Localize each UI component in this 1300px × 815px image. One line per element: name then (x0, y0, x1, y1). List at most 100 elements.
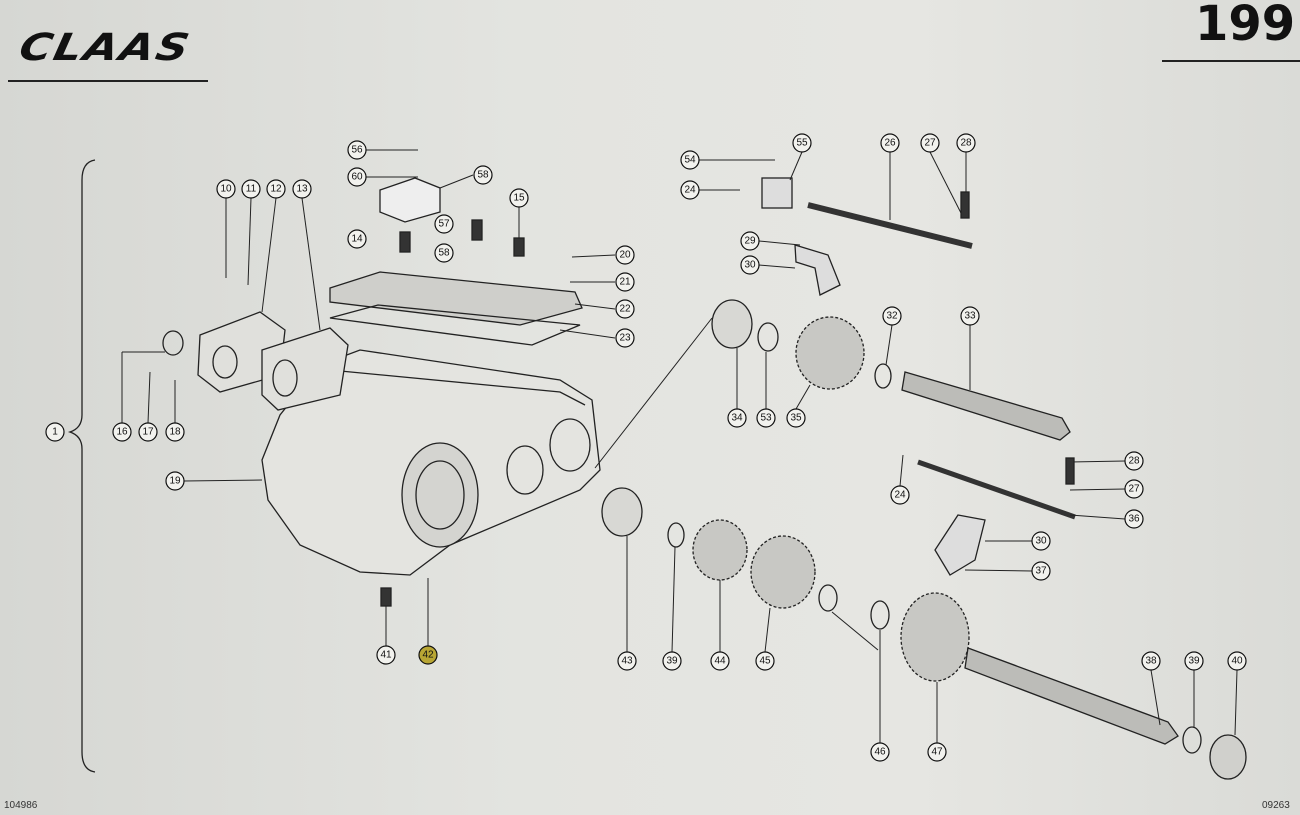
callout-label: 56 (351, 145, 363, 156)
part-callout: 12 (266, 179, 286, 199)
ring-32 (874, 363, 892, 389)
callout-label: 40 (1231, 656, 1243, 667)
callout-circle (882, 306, 902, 326)
callout-circle (756, 408, 776, 428)
callout-label: 28 (1128, 456, 1140, 467)
callout-label: 58 (477, 170, 489, 181)
part-callout: 1 (45, 422, 65, 442)
callout-label: 44 (714, 656, 726, 667)
callout-circle (617, 651, 637, 671)
part-callout: 11 (241, 179, 261, 199)
callout-circle (880, 133, 900, 153)
callout-circle (1124, 479, 1144, 499)
callout-circle (710, 651, 730, 671)
page-number: 199 (1195, 0, 1296, 52)
callout-circle (740, 255, 760, 275)
callout-label: 26 (884, 138, 896, 149)
part-callout: 33 (960, 306, 980, 326)
callout-circle (890, 485, 910, 505)
ring-39-a (667, 522, 685, 548)
part-callout: 22 (615, 299, 635, 319)
part-callout: 55 (792, 133, 812, 153)
shift-fork-37 (934, 514, 986, 576)
part-callout: 54 (680, 150, 700, 170)
callout-circle (727, 408, 747, 428)
callout-label: 33 (964, 311, 976, 322)
ring-46-a (818, 584, 838, 612)
part-callout: 44 (710, 651, 730, 671)
ring-39-b (1182, 726, 1202, 754)
callout-circle (755, 651, 775, 671)
callout-label: 46 (874, 747, 886, 758)
ring-46-b (870, 600, 890, 630)
part-callout: 20 (615, 245, 635, 265)
callout-circle (956, 133, 976, 153)
callout-circle (615, 299, 635, 319)
callout-label: 27 (1128, 484, 1140, 495)
shift-fork-29 (794, 244, 841, 296)
part-callout: 27 (1124, 479, 1144, 499)
bearing-34 (711, 299, 753, 349)
callout-circle (138, 422, 158, 442)
housing-top-edge (329, 369, 586, 406)
callout-label: 36 (1128, 514, 1140, 525)
part-callout: 37 (1031, 561, 1051, 581)
callout-label: 14 (351, 234, 363, 245)
callout-circle (615, 245, 635, 265)
housing-bore-side-2 (549, 418, 591, 472)
part-callout: 30 (1031, 531, 1051, 551)
callout-circle (266, 179, 286, 199)
top-cover-plate (329, 271, 583, 326)
callout-circle (680, 180, 700, 200)
callout-label: 23 (619, 333, 631, 344)
callout-circle (927, 742, 947, 762)
part-callout: 30 (740, 255, 760, 275)
callout-circle (434, 243, 454, 263)
callout-circle (680, 150, 700, 170)
callout-label: 37 (1035, 566, 1047, 577)
part-callout: 57 (434, 214, 454, 234)
bracket-block (379, 177, 441, 223)
callout-label: 38 (1145, 656, 1157, 667)
callout-circle (792, 133, 812, 153)
part-callout: 10 (216, 179, 236, 199)
header-rule-left (8, 80, 208, 82)
callout-label: 42 (422, 650, 434, 661)
callout-label: 58 (438, 248, 450, 259)
part-callout: 60 (347, 167, 367, 187)
shift-rod-26 (807, 202, 973, 249)
callout-label: 32 (886, 311, 898, 322)
part-callout: 38 (1141, 651, 1161, 671)
callout-label: 20 (619, 250, 631, 261)
bracket-55 (761, 177, 793, 209)
part-callout: 17 (138, 422, 158, 442)
gear-47 (900, 592, 970, 682)
part-callout: 27 (920, 133, 940, 153)
gear-44 (692, 519, 748, 581)
callout-label: 60 (351, 172, 363, 183)
part-callout: 35 (786, 408, 806, 428)
callout-label: 55 (796, 138, 808, 149)
callout-label: 24 (894, 490, 906, 501)
part-callout: 24 (680, 180, 700, 200)
callout-label: 34 (731, 413, 743, 424)
callout-label: 29 (744, 236, 756, 247)
part-callout: 56 (347, 140, 367, 160)
callout-circle (740, 231, 760, 251)
callout-circle (509, 188, 529, 208)
part-callout: 16 (112, 422, 132, 442)
callout-label: 39 (666, 656, 678, 667)
callout-circle (418, 645, 438, 665)
part-callout: 29 (740, 231, 760, 251)
footer-left-code: 104986 (4, 800, 38, 811)
callout-circle (870, 742, 890, 762)
part-callout: 34 (727, 408, 747, 428)
callout-circle (292, 179, 312, 199)
part-callout: 58 (434, 243, 454, 263)
part-callout: 36 (1124, 509, 1144, 529)
part-callout: 42 (418, 645, 438, 665)
part-callout: 39 (662, 651, 682, 671)
part-callout: 23 (615, 328, 635, 348)
